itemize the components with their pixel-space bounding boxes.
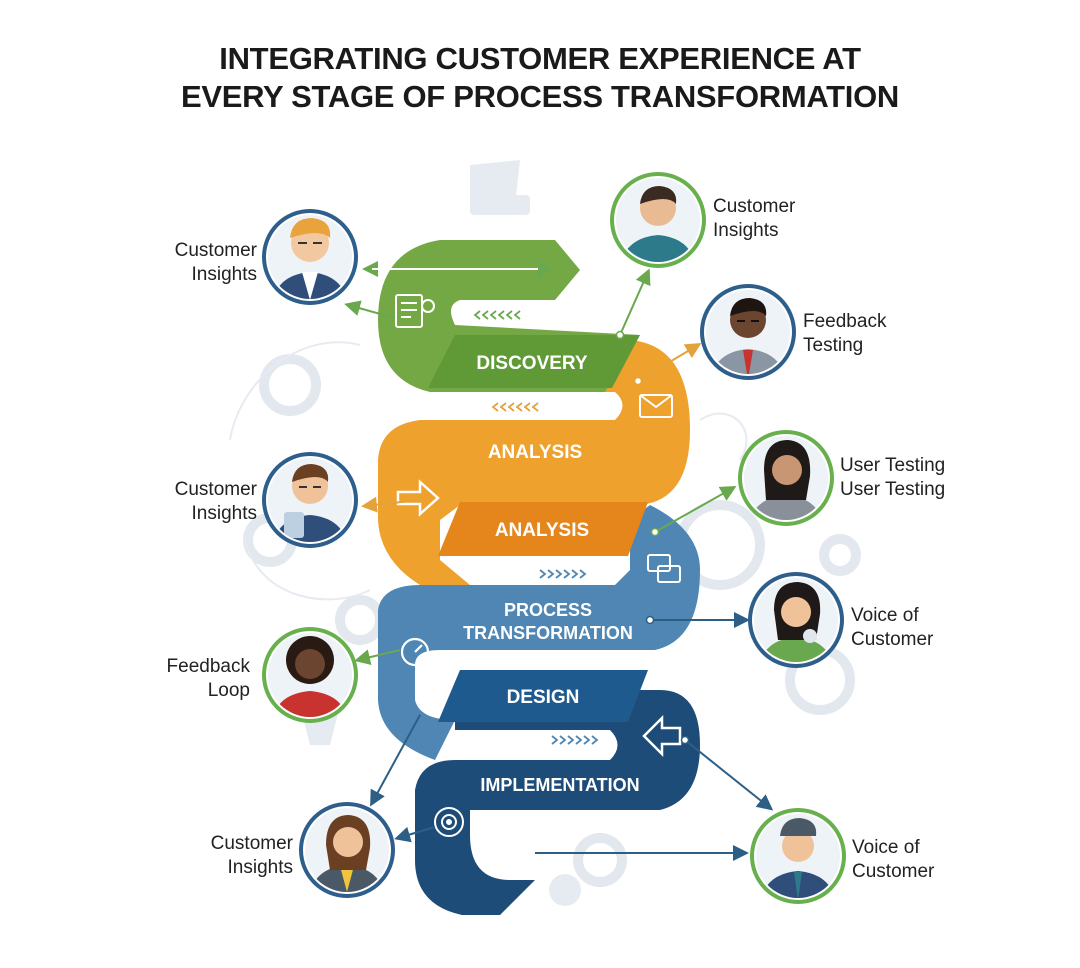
label-right-4: Voice of Customer (851, 605, 934, 650)
gear-icon (573, 833, 627, 887)
analysis-banner (438, 502, 648, 556)
connector-right-2 (637, 342, 702, 382)
arrow-right-icon (396, 479, 440, 517)
connector-left-4a (370, 714, 421, 807)
avatar-right-1 (610, 172, 706, 268)
avatar-left-4 (299, 802, 395, 898)
connectors (344, 261, 774, 861)
label-left-2: Customer Insights (174, 479, 257, 524)
connector-left-3 (354, 649, 401, 666)
avatar-left-3 (262, 627, 358, 723)
email-icon (639, 394, 673, 418)
chat-icon (647, 554, 681, 583)
connector-right-3 (654, 486, 737, 533)
stage-process-line-1: PROCESS (504, 600, 592, 620)
avatar-left-1 (262, 209, 358, 305)
design-banner (438, 670, 648, 722)
gear-icon (335, 595, 385, 645)
avatar-right-4 (748, 572, 844, 668)
connector-left-4b (394, 826, 436, 843)
avatar-right-3 (738, 430, 834, 526)
process-transformation-band (378, 505, 700, 760)
gauge-icon (400, 637, 430, 667)
avatar-right-2 (700, 284, 796, 380)
implementation-band (415, 690, 700, 915)
stage-analysis-2: ANALYSIS (495, 520, 589, 541)
label-left-3: Feedback Loop (166, 656, 250, 701)
title-line-2: EVERY STAGE OF PROCESS TRANSFORMATION (180, 79, 900, 114)
back-arrow-icon (642, 714, 682, 758)
label-right-3: User Testing User Testing (840, 455, 946, 500)
background-decor (300, 160, 581, 906)
label-right-5: Voice of Customer (852, 837, 935, 882)
gear-icon (549, 874, 581, 906)
background-gears (243, 354, 861, 887)
document-icon (395, 294, 435, 328)
analysis-band (378, 340, 690, 585)
label-left-4: Customer Insights (210, 833, 293, 878)
page-title: INTEGRATING CUSTOMER EXPERIENCE AT EVERY… (140, 40, 940, 116)
toolbox-icon (470, 195, 530, 215)
stage-design: DESIGN (507, 687, 580, 708)
gear-icon (259, 354, 321, 416)
avatar-right-5 (750, 808, 846, 904)
connector-left-1b (344, 300, 396, 319)
stage-implementation: IMPLEMENTATION (480, 775, 639, 795)
label-left-1: Customer Insights (174, 240, 257, 285)
target-icon (434, 807, 464, 837)
stage-process-line-2: TRANSFORMATION (463, 623, 633, 643)
connector-right-5a (684, 739, 774, 811)
flow-chevrons (473, 310, 599, 745)
discovery-banner (428, 335, 640, 388)
connector-left-2 (361, 496, 421, 513)
stage-analysis-1: ANALYSIS (488, 442, 582, 463)
label-right-2: Feedback Testing (803, 311, 887, 356)
label-right-1: Customer Insights (713, 196, 796, 241)
avatar-left-2 (262, 452, 358, 548)
stage-discovery: DISCOVERY (476, 353, 588, 374)
connector-right-1 (619, 268, 651, 336)
title-line-1: INTEGRATING CUSTOMER EXPERIENCE AT (219, 41, 861, 76)
gear-icon (819, 534, 861, 576)
